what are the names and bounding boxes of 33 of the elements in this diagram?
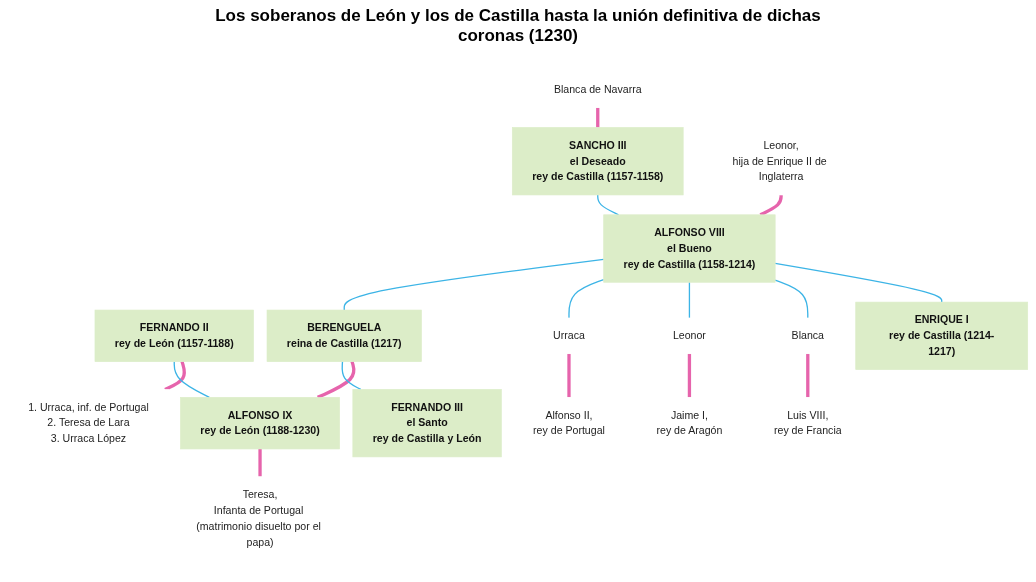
- connector: [343, 258, 605, 311]
- connector: [596, 107, 600, 128]
- node-text: Jaime I, rey de Aragón: [656, 409, 723, 437]
- node-box: BERENGUELA reina de Castilla (1217): [266, 309, 422, 362]
- node-box: SANCHO III el Deseado rey de Castilla (1157-1158): [511, 127, 684, 196]
- connector: [173, 360, 210, 399]
- node-text: 1. Urraca, inf. de Portugal 2. Teresa de Lara 3. Urraca López: [28, 401, 149, 445]
- node-text: Teresa, Infanta de Portugal (matrimonio disuelto por el papa): [196, 488, 321, 548]
- connector: [258, 448, 262, 477]
- diagram-title: Los soberanos de León y los de Castilla hasta la unión definitiva de dichas coronas (1230): [214, 6, 822, 46]
- node-box: ALFONSO IX rey de León (1188-1230): [180, 397, 340, 450]
- connector: [687, 353, 692, 398]
- node-text: Leonor, hija de Enrique II de Inglaterra: [732, 139, 827, 183]
- connector: [774, 262, 943, 303]
- connector: [597, 194, 620, 216]
- node-text: Luis VIII, rey de Francia: [773, 409, 842, 437]
- connector: [688, 281, 691, 319]
- connector: [806, 353, 810, 398]
- node-text: Leonor: [672, 329, 706, 342]
- connector: [341, 360, 362, 391]
- connector: [774, 279, 809, 319]
- node-text: Blanca: [791, 329, 824, 342]
- node-text: Blanca de Navarra: [553, 83, 642, 96]
- connector: [567, 353, 571, 398]
- node-box: ENRIQUE I rey de Castilla (1214-1217): [855, 301, 1029, 370]
- node-text: Urraca: [553, 329, 585, 342]
- node-box: FERNANDO III el Santo rey de Castilla y León: [352, 389, 502, 458]
- node-text: Alfonso II, rey de Portugal: [533, 409, 605, 437]
- connector: [316, 361, 356, 399]
- connector: [568, 278, 605, 319]
- node-box: ALFONSO VIII el Bueno rey de Castilla (1158-1214): [603, 214, 776, 283]
- connector: [164, 361, 186, 391]
- node-box: FERNANDO II rey de León (1157-1188): [94, 309, 254, 362]
